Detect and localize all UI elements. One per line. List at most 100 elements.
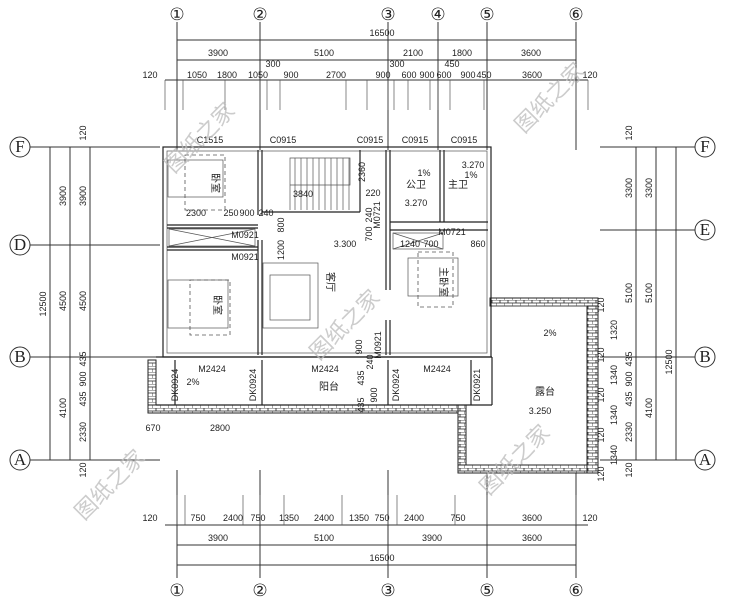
dimension-label: 900 [78,371,88,386]
annotation-label: 700 [364,226,374,241]
door-tag: DK0924 [170,369,180,402]
dimension-label: 120 [596,347,606,362]
annotation-label: 860 [470,239,485,249]
axis-label-left: F [15,137,24,156]
room-label-balcony: 阳台 [319,380,339,393]
dimension-label: 900 [460,70,475,80]
axis-label-left: B [14,347,25,366]
axis-label-top: ② [252,5,267,24]
dimension-label: 3600 [521,48,541,58]
axis-label-bottom: ② [252,581,267,599]
annotation-label: 3840 [293,189,313,199]
dimension-label: 900 [375,70,390,80]
elevation-mark: 3.270 [462,160,485,170]
door-tag: DK0921 [472,369,482,402]
dimension-label: 3300 [644,178,654,198]
annotation-label: 700 [423,239,438,249]
dimension-label: 1050 [248,70,268,80]
dimension-label: 5100 [314,533,334,543]
annotation-label: 2360 [357,162,367,182]
axis-label-right: A [699,450,712,469]
dimension-label: 2400 [404,513,424,523]
dimension-label: 4500 [58,291,68,311]
axis-bubble [694,449,716,471]
annotation-label: 435 [356,397,366,412]
annotation-label: 1240 [400,239,420,249]
dimension-label: 1340 [609,445,619,465]
dimension-label: 3900 [78,186,88,206]
dimension-label: 5100 [314,48,334,58]
dimension-label: 300 [265,59,280,69]
dimension-label: 3900 [208,533,228,543]
dimension-label: 2100 [403,48,423,58]
axis-label-top: ⑥ [568,5,583,24]
axis-label-bottom: ① [169,581,184,599]
dimension-label: 3600 [522,533,542,543]
dimension-label: 3600 [522,513,542,523]
annotation-label: 2800 [210,423,230,433]
room-label-terrace: 露台 [535,385,555,398]
dimension-label: 1350 [349,513,369,523]
dimension-label: 12500 [38,291,48,316]
axis-label-left: D [14,235,26,254]
window-tag: C0915 [451,135,478,145]
axis-label-bottom: ⑥ [568,581,583,599]
dimension-label: 435 [624,391,634,406]
dimension-label: 1350 [279,513,299,523]
axis-bubble [9,449,31,471]
axis-label-right: E [700,220,710,239]
annotation-label: 670 [145,423,160,433]
dimension-label: 120 [624,462,634,477]
watermark: 图纸之家 [70,445,150,525]
dimension-label: 750 [450,513,465,523]
dimension-label: 12500 [664,349,674,374]
dimension-label: 435 [78,391,88,406]
annotation-label: 900 [369,387,379,402]
axis-label-left: A [14,450,27,469]
dimension-label: 2400 [223,513,243,523]
axis-bubble [694,346,716,368]
watermark: 图纸之家 [160,98,240,178]
door-tag: M0721 [438,227,466,237]
dimension-label: 4100 [644,398,654,418]
axis-label-top: ⑤ [479,5,494,24]
room-label-public-bathroom: 公卫 [406,180,426,191]
elevation-mark: 3.270 [405,198,428,208]
dimension-label: 600 [401,70,416,80]
dimension-label: 1340 [609,365,619,385]
dimension-label: 900 [283,70,298,80]
window-tag: C0915 [357,135,384,145]
dimension-label: 435 [624,351,634,366]
room-label-living-room: 客厅 [324,272,337,292]
dimension-label: 120 [596,427,606,442]
dimension-label: 1050 [187,70,207,80]
dimension-label: 5100 [624,283,634,303]
slope-mark: 1% [464,170,477,180]
dimension-label: 3900 [208,48,228,58]
dimension-label: 16500 [369,28,394,38]
door-tag: M2424 [198,364,226,374]
dimension-label: 120 [78,125,88,140]
window-tag: C0915 [402,135,429,145]
axis-label-bottom: ③ [380,581,395,599]
annotation-label: 240 [258,208,273,218]
elevation-mark: 3.250 [529,406,552,416]
dimension-label: 1800 [217,70,237,80]
door-tag: M0921 [231,252,259,262]
dimension-label: 120 [596,387,606,402]
axis-bubble [9,346,31,368]
dimension-label: 16500 [369,553,394,563]
dimension-label: 120 [582,70,597,80]
dimension-label: 4100 [58,398,68,418]
door-tag: M0721 [372,201,382,229]
axis-label-top: ④ [430,5,445,24]
dimension-label: 450 [444,59,459,69]
dimension-label: 2330 [78,422,88,442]
annotation-label: 2300 [186,208,206,218]
annotation-label: 435 [356,370,366,385]
axis-bubble [694,136,716,158]
door-tag: M2424 [311,364,339,374]
slope-mark: 2% [186,377,199,387]
window-tag: C1515 [197,135,224,145]
